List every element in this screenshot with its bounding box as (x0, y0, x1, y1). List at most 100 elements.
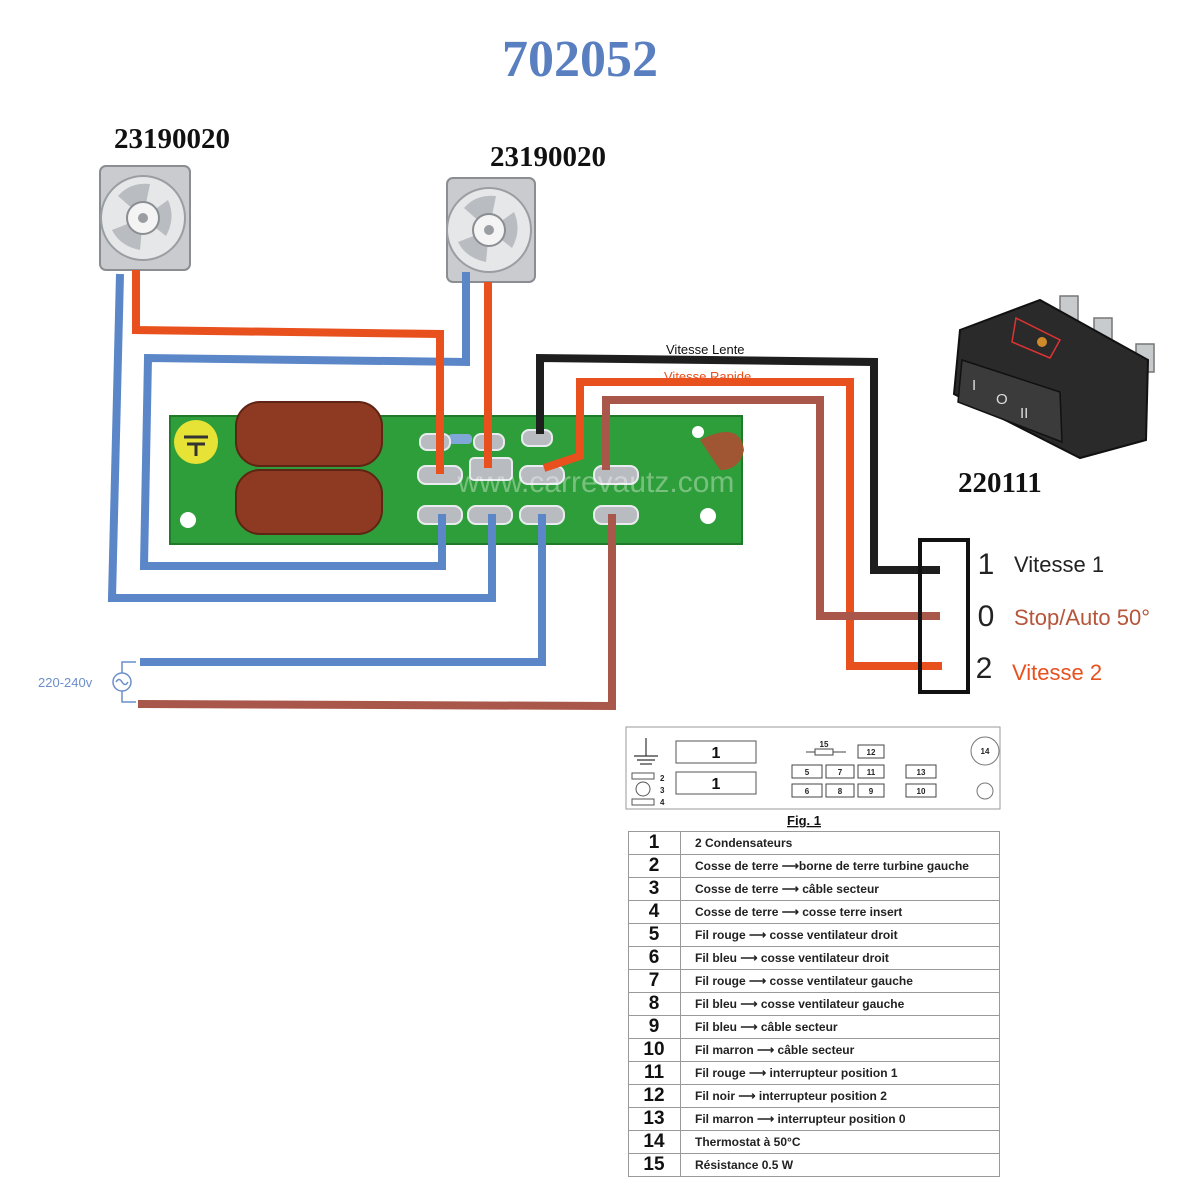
legend-number: 6 (628, 946, 681, 970)
resistor (448, 434, 472, 444)
wire-red-fast (542, 378, 942, 670)
legend-description: Fil rouge ⟶ cosse ventilateur droit (680, 923, 1000, 947)
legend-description: Fil marron ⟶ interrupteur position 0 (680, 1107, 1000, 1131)
capacitor-bottom (235, 469, 383, 535)
switch-mark-2: II (1020, 405, 1028, 422)
fig-label-12: 12 (867, 748, 876, 757)
switch-mark-0: O (996, 391, 1008, 408)
fig-label-5: 5 (805, 768, 810, 777)
fig-caption: Fig. 1 (787, 813, 821, 828)
legend-description: Fil rouge ⟶ interrupteur position 1 (680, 1061, 1000, 1085)
legend-description: Fil bleu ⟶ cosse ventilateur droit (680, 946, 1000, 970)
legend-description: Cosse de terre ⟶ cosse terre insert (680, 900, 1000, 924)
rocker-switch-icon (952, 295, 1155, 460)
fig-label-11: 11 (867, 768, 876, 777)
switch-mark-1: I (972, 377, 976, 394)
circuit-board (169, 401, 744, 545)
switch-pos-1-number: 1 (978, 548, 995, 581)
fig-small-3: 3 (660, 786, 665, 795)
wire-red-fan-left (132, 270, 444, 474)
wire-blue-mains (140, 514, 546, 666)
legend-number: 11 (628, 1061, 681, 1085)
legend-description: Fil marron ⟶ câble secteur (680, 1038, 1000, 1062)
legend-number: 8 (628, 992, 681, 1016)
ground-icon (634, 738, 658, 765)
wire-blue-fan-left (107, 273, 496, 602)
thermostat (700, 432, 744, 470)
mains-power-icon (112, 661, 136, 703)
fig-small-4: 4 (660, 798, 665, 807)
legend-number: 9 (628, 1015, 681, 1039)
legend-number: 4 (628, 900, 681, 924)
fan-right-part-number: 23190020 (490, 141, 606, 173)
wire-blue-fan-right (139, 272, 470, 570)
legend-description: Résistance 0.5 W (680, 1153, 1000, 1177)
legend-description: Cosse de terre ⟶ câble secteur (680, 877, 1000, 901)
fig-1-panel (625, 726, 1001, 810)
legend-number: 10 (628, 1038, 681, 1062)
legend-number: 3 (628, 877, 681, 901)
fig-box-1a: 1 (712, 745, 721, 762)
legend-number: 5 (628, 923, 681, 947)
switch-pos-2-number: 2 (976, 652, 993, 685)
fan-right-icon (446, 177, 536, 283)
label-slow-speed: Vitesse Lente (666, 342, 745, 357)
fig-label-14: 14 (981, 747, 990, 756)
wires (107, 270, 942, 711)
legend-number: 15 (628, 1153, 681, 1177)
legend-description: Fil bleu ⟶ cosse ventilateur gauche (680, 992, 1000, 1016)
fig-box-1b: 1 (712, 776, 721, 793)
switch-part-number: 220111 (958, 467, 1042, 499)
capacitor-top (235, 401, 383, 467)
legend-number: 7 (628, 969, 681, 993)
earth-symbol-icon (174, 420, 218, 464)
fig-label-6: 6 (805, 787, 810, 796)
fig-small-2: 2 (660, 774, 665, 783)
watermark: www.carrevautz.com (457, 466, 735, 499)
legend-description: Fil noir ⟶ interrupteur position 2 (680, 1084, 1000, 1108)
fig-label-15: 15 (820, 740, 829, 749)
fan-left-icon (99, 165, 191, 271)
wire-black-slow (536, 353, 940, 574)
fig-label-10: 10 (917, 787, 926, 796)
switch-pos-0-label: Stop/Auto 50° (1014, 605, 1150, 630)
legend-description: Thermostat à 50°C (680, 1130, 1000, 1154)
fig-label-8: 8 (838, 787, 843, 796)
fan-left-part-number: 23190020 (114, 123, 230, 155)
legend-number: 13 (628, 1107, 681, 1131)
legend-number: 12 (628, 1084, 681, 1108)
legend-number: 14 (628, 1130, 681, 1154)
legend-description: 2 Condensateurs (680, 831, 1000, 855)
legend-description: Fil bleu ⟶ câble secteur (680, 1015, 1000, 1039)
legend-description: Cosse de terre ⟶borne de terre turbine g… (680, 854, 1000, 878)
switch-pos-1-label: Vitesse 1 (1014, 552, 1104, 577)
legend-description: Fil rouge ⟶ cosse ventilateur gauche (680, 969, 1000, 993)
fig-label-13: 13 (917, 768, 926, 777)
fig-label-9: 9 (869, 787, 874, 796)
switch-pos-0-number: 0 (978, 600, 995, 633)
switch-bracket (918, 538, 970, 694)
fig-label-7: 7 (838, 768, 843, 777)
label-fast-speed: Vitesse Rapide (664, 369, 751, 384)
legend-number: 2 (628, 854, 681, 878)
wire-brown-switch (602, 396, 940, 620)
legend-number: 1 (628, 831, 681, 855)
diagram-title: 702052 (502, 31, 658, 88)
